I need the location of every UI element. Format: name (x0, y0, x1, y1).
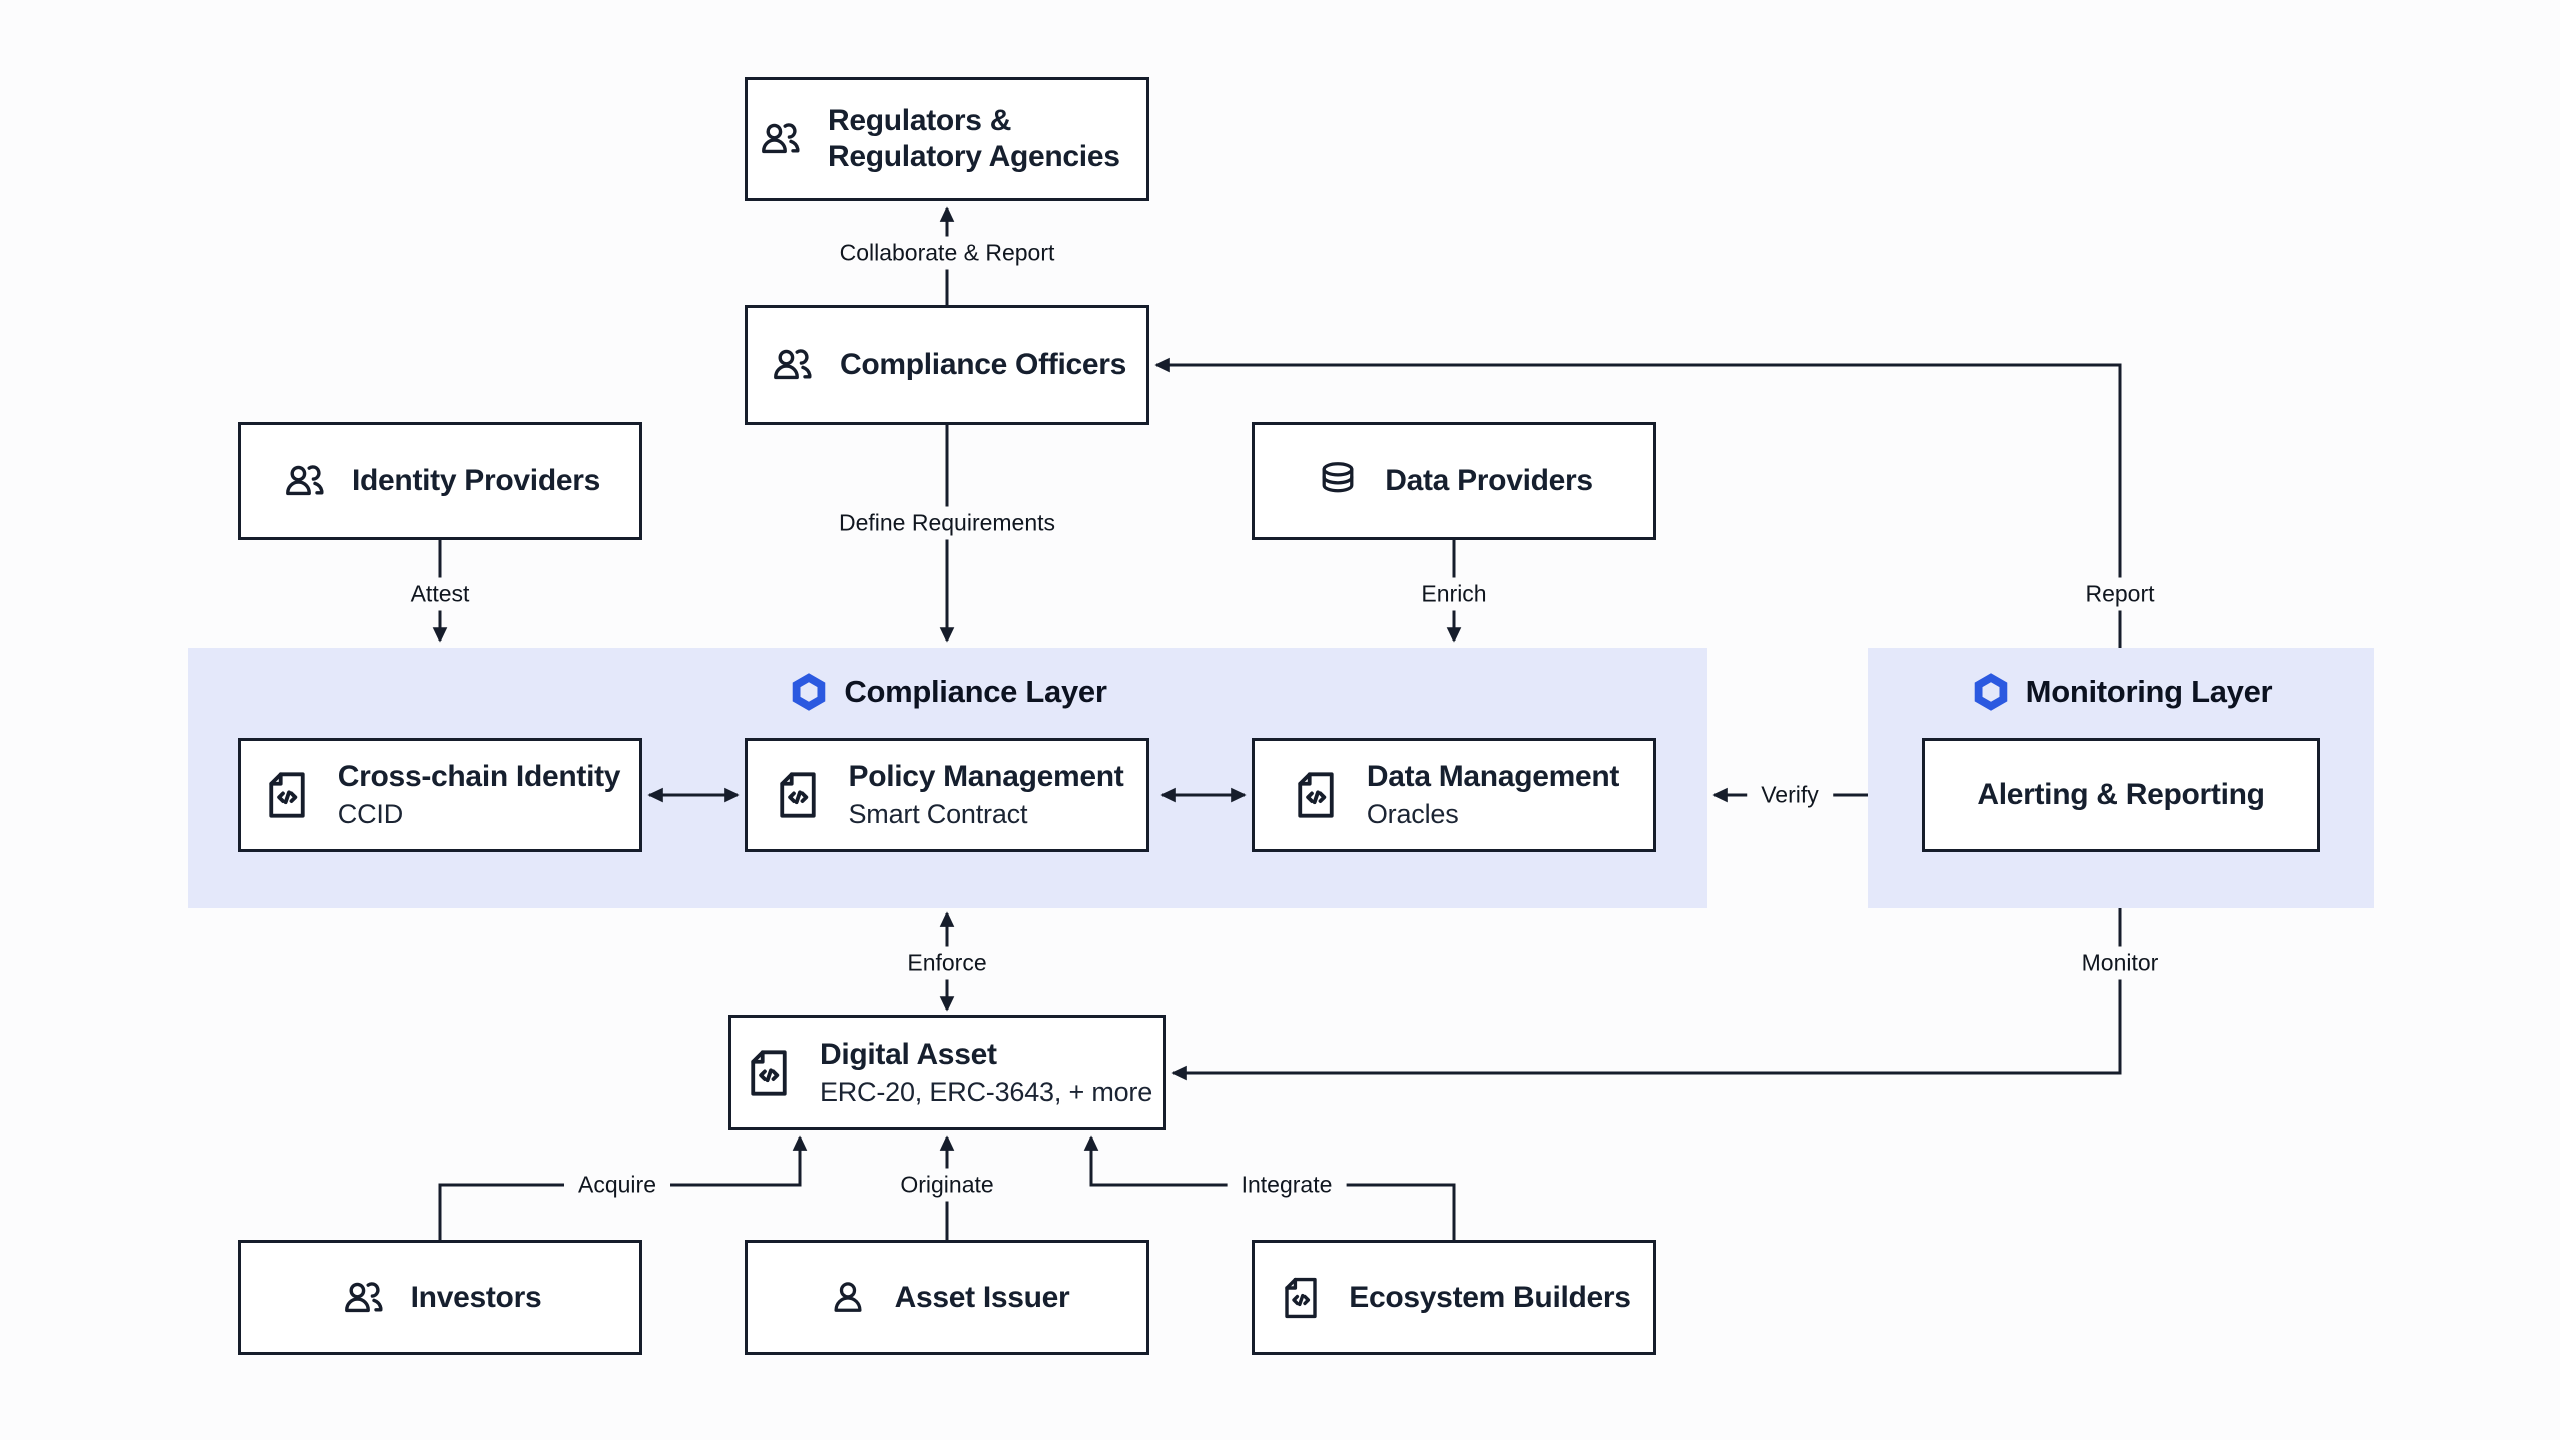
edge-label-acquire: Acquire (564, 1168, 670, 1202)
policy-management-node: Policy Management Smart Contract (745, 738, 1149, 852)
monitoring-layer-title: Monitoring Layer (1868, 668, 2374, 716)
node-label: Investors (410, 1280, 542, 1314)
node-title: Digital Asset (819, 1037, 997, 1071)
layer-title-text: Compliance Layer (844, 674, 1107, 709)
edge-label-monitor: Monitor (2067, 946, 2173, 980)
layer-title-text: Monitoring Layer (2025, 674, 2273, 709)
investors-node: Investors (238, 1240, 642, 1355)
code-file-icon (771, 768, 825, 822)
edge-label-enrich: Enrich (1407, 577, 1501, 611)
edge-label-originate: Originate (886, 1168, 1008, 1202)
data-management-node: Data Management Oracles (1252, 738, 1656, 852)
node-label: Regulators & Regulatory Agencies (828, 104, 1120, 173)
edge-monitor (1171, 908, 2122, 1081)
people-icon (768, 341, 816, 389)
compliance-layer-title: Compliance Layer (188, 668, 1707, 716)
people-icon (280, 457, 328, 505)
edge-label-verify: Verify (1747, 778, 1833, 812)
person-icon (825, 1275, 871, 1321)
node-title: Data Management (1366, 760, 1620, 794)
node-subtitle: Smart Contract (848, 799, 1028, 830)
identity-providers-node: Identity Providers (238, 422, 642, 540)
node-subtitle: ERC-20, ERC-3643, + more (819, 1076, 1153, 1107)
database-icon (1315, 458, 1361, 504)
node-title: Alerting & Reporting (1977, 778, 2265, 811)
node-label: Asset Issuer (894, 1280, 1070, 1314)
regulators-node: Regulators & Regulatory Agencies (745, 77, 1149, 201)
node-subtitle: Oracles (1366, 799, 1459, 830)
edge-label-enforce: Enforce (893, 946, 1001, 980)
edge-label-define-requirements: Define Requirements (824, 506, 1070, 540)
node-label: Data Providers (1385, 464, 1593, 497)
chainlink-hexagon-icon (788, 671, 830, 713)
people-icon (756, 115, 804, 163)
code-file-icon (1277, 1274, 1325, 1322)
node-label: Ecosystem Builders (1349, 1280, 1631, 1314)
chainlink-hexagon-icon (1970, 671, 2012, 713)
edge-label-attest: Attest (396, 577, 484, 611)
compliance-officers-node: Compliance Officers (745, 305, 1149, 425)
edge-label-integrate: Integrate (1227, 1168, 1347, 1202)
node-label: Compliance Officers (839, 348, 1127, 381)
code-file-icon (742, 1046, 796, 1100)
node-title: Cross-chain Identity (337, 760, 621, 794)
alerting-reporting-node: Alerting & Reporting (1922, 738, 2320, 852)
asset-issuer-node: Asset Issuer (745, 1240, 1149, 1355)
code-file-icon (1289, 768, 1343, 822)
edge-label-collaborate-report: Collaborate & Report (825, 236, 1069, 270)
node-title: Policy Management (848, 760, 1124, 794)
digital-asset-node: Digital Asset ERC-20, ERC-3643, + more (728, 1015, 1166, 1130)
node-label: Identity Providers (351, 464, 600, 497)
edge-label-report: Report (2071, 577, 2169, 611)
code-file-icon (260, 768, 314, 822)
data-providers-node: Data Providers (1252, 422, 1656, 540)
ecosystem-builders-node: Ecosystem Builders (1252, 1240, 1656, 1355)
cross-chain-identity-node: Cross-chain Identity CCID (238, 738, 642, 852)
node-subtitle: CCID (337, 799, 403, 830)
people-icon (339, 1274, 387, 1322)
